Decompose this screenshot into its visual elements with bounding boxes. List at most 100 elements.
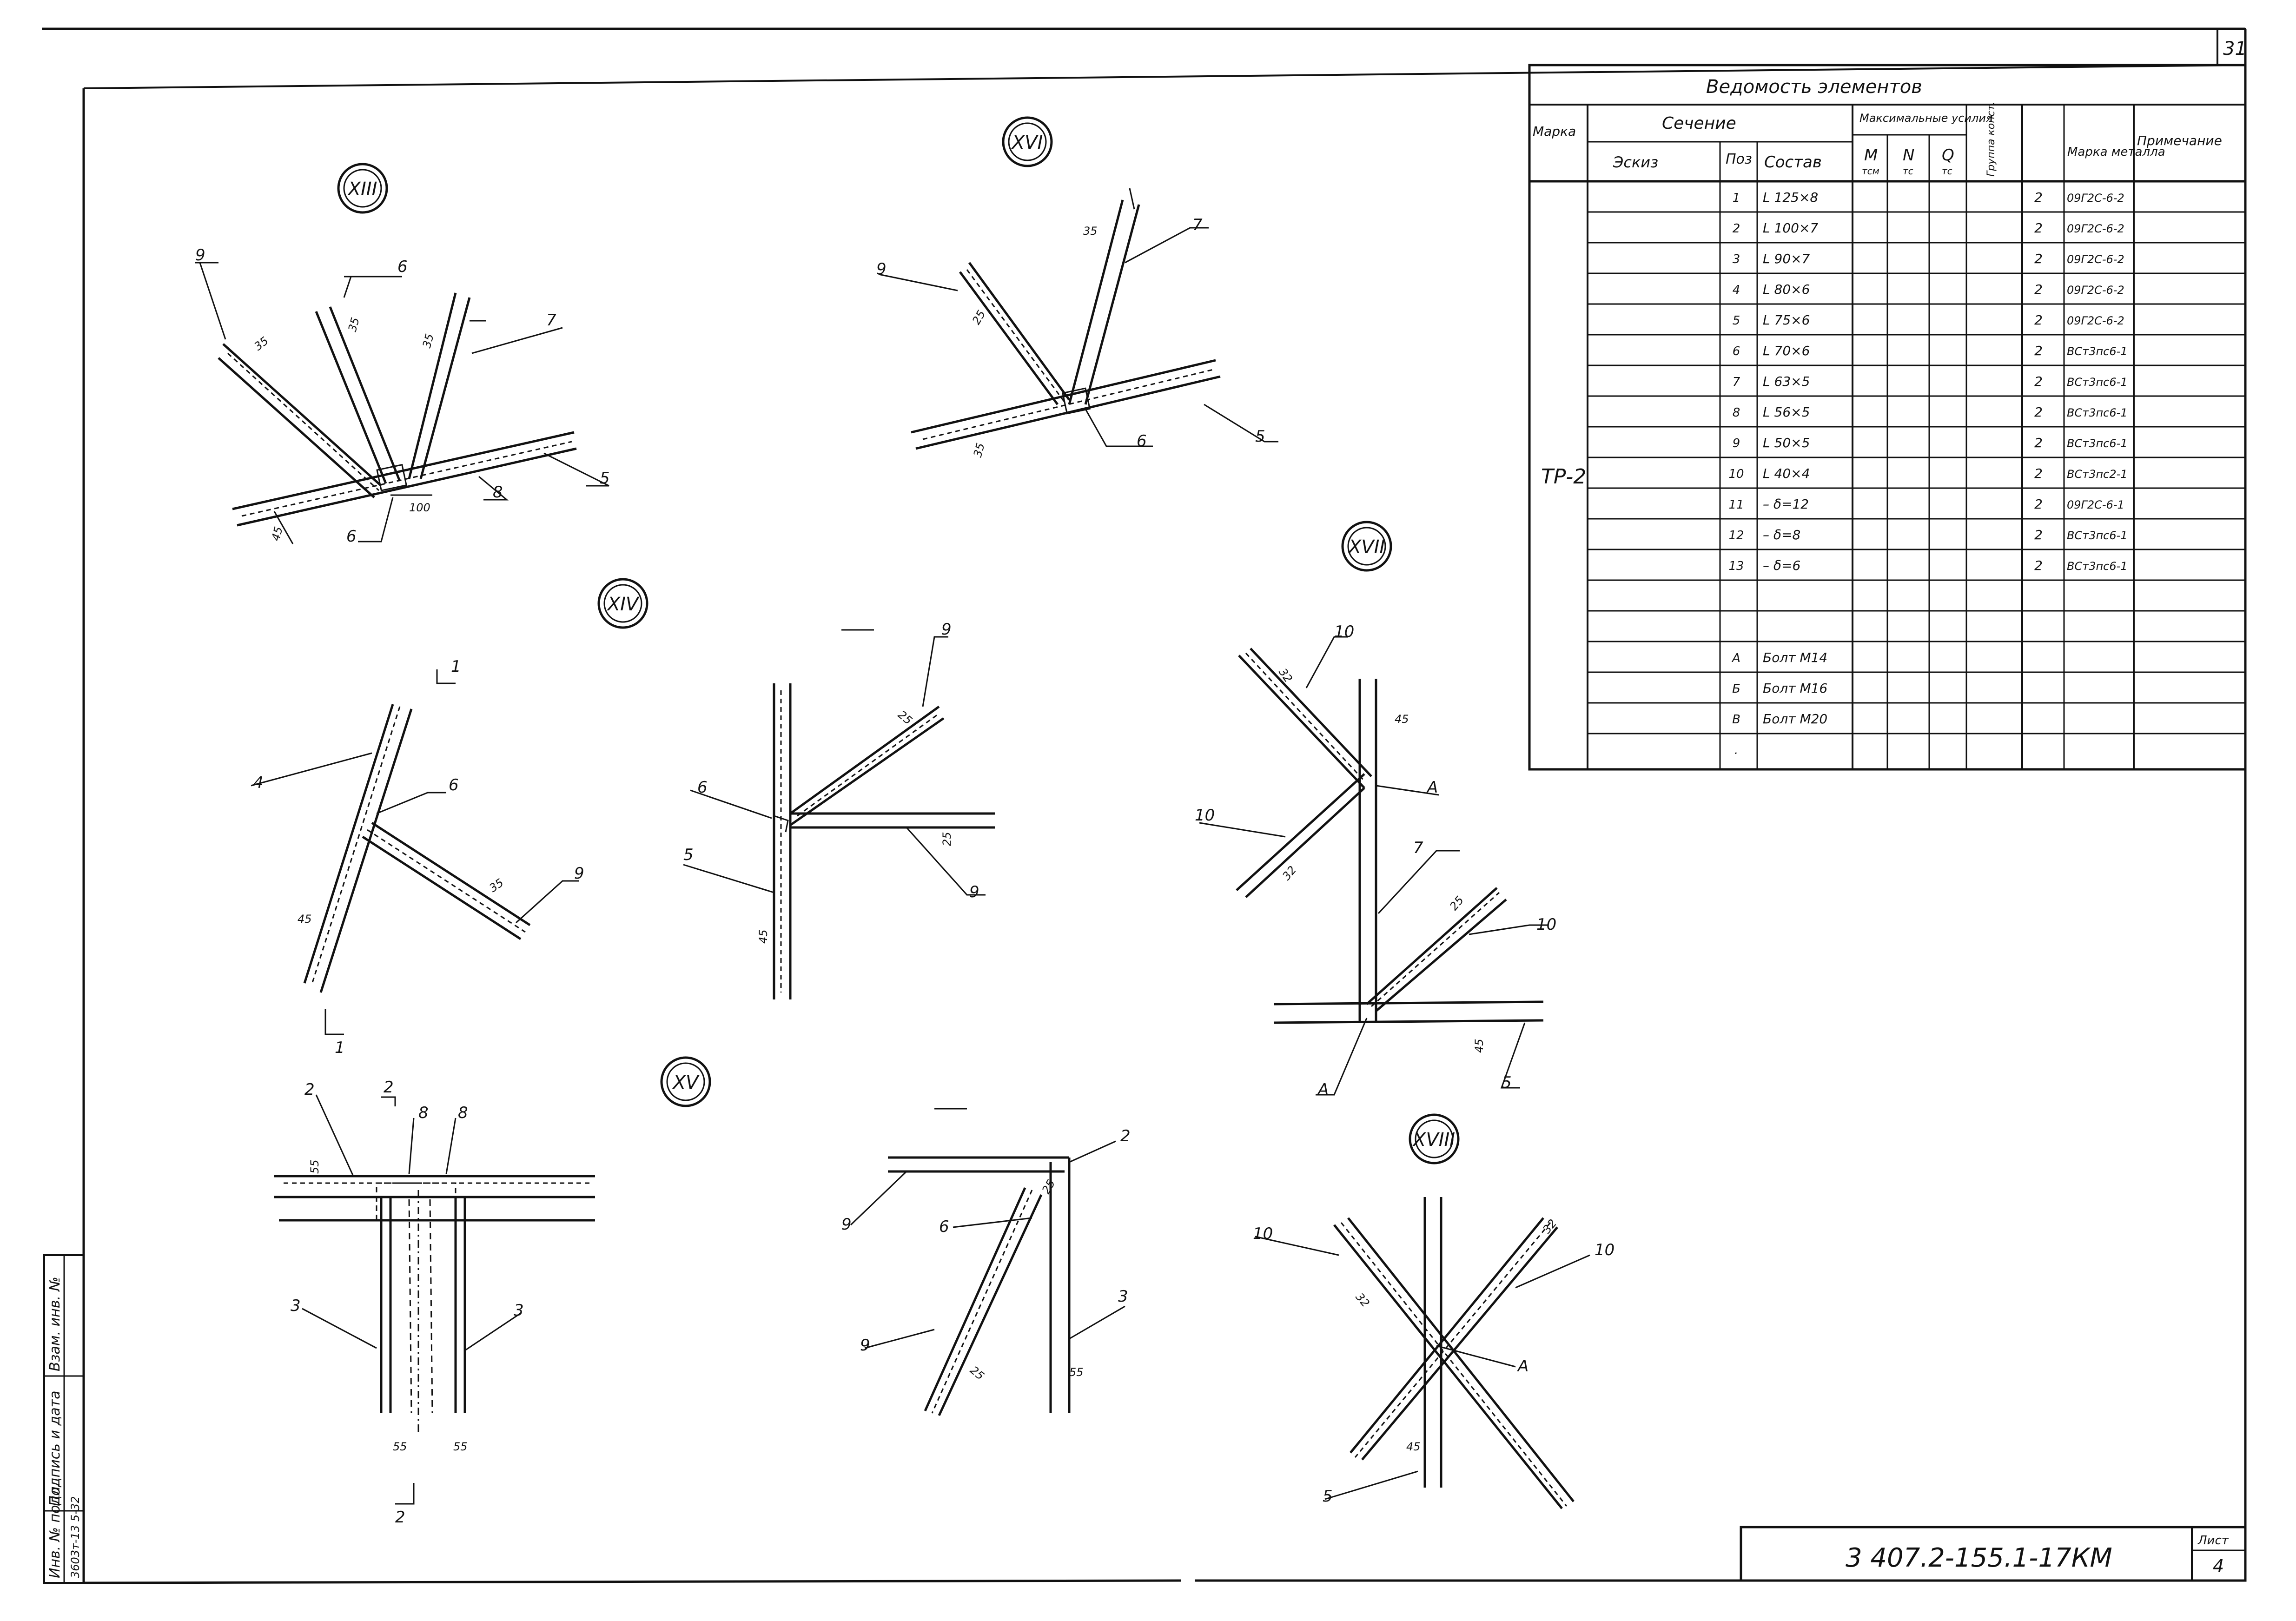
- dimension-label: 35: [420, 332, 437, 350]
- row-pos: В: [1732, 713, 1740, 727]
- row-steel: ВСт3пс6-1: [2067, 560, 2128, 573]
- row-pos: 12: [1728, 529, 1744, 543]
- node-xv-title-circle: [660, 1056, 711, 1107]
- position-label: А: [1317, 1080, 1329, 1099]
- row-group: 2: [2034, 251, 2043, 266]
- row-steel: 09Г2С-6-2: [2067, 253, 2124, 266]
- row-steel: 09Г2С-6-2: [2067, 192, 2124, 205]
- row-steel: 09Г2С-6-2: [2067, 314, 2124, 327]
- row-composition: – δ=8: [1763, 527, 1800, 543]
- row-group: 2: [2034, 466, 2043, 481]
- dimension-label: 100: [409, 501, 430, 514]
- dimension-label: 55: [453, 1440, 468, 1453]
- row-group: 2: [2034, 312, 2043, 328]
- header-marka: Марка: [1533, 124, 1576, 139]
- header-n-unit: тс: [1903, 165, 1913, 177]
- position-label: 7: [546, 311, 556, 330]
- header-sketch: Эскиз: [1613, 153, 1658, 171]
- position-label: 5: [1323, 1487, 1333, 1506]
- row-composition: Болт М20: [1763, 711, 1827, 727]
- list-number: 4: [2213, 1556, 2224, 1576]
- header-group: Группа конст.: [1985, 101, 1997, 177]
- header-max-forces: Максимальные усилия: [1859, 112, 1992, 125]
- header-m: M: [1864, 146, 1878, 165]
- node-xvi-title-circle: [1002, 116, 1053, 167]
- stamp-value: 3603т-13 5-32: [69, 1496, 82, 1578]
- dimension-label: 25: [1039, 1178, 1058, 1196]
- node-xv-title: XV: [672, 1072, 700, 1093]
- header-steel: Марка металла: [2067, 145, 2165, 159]
- row-composition: L 80×6: [1763, 282, 1810, 297]
- row-composition: L 56×5: [1763, 404, 1810, 420]
- position-label: 6: [397, 258, 408, 276]
- dimension-label: 25: [967, 1363, 986, 1383]
- row-composition: L 75×6: [1763, 312, 1810, 328]
- dimension-label: 45: [1395, 713, 1409, 726]
- position-label: 5: [1255, 427, 1265, 446]
- row-pos: 7: [1733, 375, 1740, 389]
- row-pos: 10: [1728, 467, 1744, 481]
- position-label: 9: [941, 620, 952, 639]
- position-label: 10: [1253, 1224, 1273, 1243]
- table-row-lines: [1588, 211, 2245, 734]
- row-composition: L 90×7: [1763, 251, 1810, 266]
- dimension-label: 32: [1280, 863, 1299, 882]
- row-composition: L 100×7: [1763, 220, 1818, 236]
- position-label: 8: [458, 1104, 468, 1122]
- row-composition: L 63×5: [1763, 374, 1810, 389]
- node-xviii-title-circle: [1409, 1113, 1460, 1164]
- row-pos: А: [1731, 651, 1740, 665]
- header-composition: Состав: [1764, 153, 1822, 172]
- row-pos: 2: [1733, 222, 1740, 236]
- row-pos: 3: [1733, 252, 1740, 266]
- row-composition: L 70×6: [1763, 343, 1810, 358]
- row-steel: ВСт3пс6-1: [2067, 529, 2128, 542]
- dimension-label: 45: [298, 913, 312, 926]
- row-group: 2: [2034, 558, 2043, 573]
- position-label: 9: [195, 246, 205, 265]
- dimension-label: 45: [1406, 1440, 1421, 1453]
- dimension-label: 35: [487, 876, 506, 894]
- row-group: 2: [2034, 374, 2043, 389]
- row-pos: 9: [1733, 437, 1740, 450]
- dimension-label: 25: [970, 308, 988, 327]
- sheet-number: 31: [2223, 38, 2247, 60]
- row-group: 2: [2034, 282, 2043, 297]
- row-composition: – δ=6: [1763, 558, 1800, 573]
- table-row: .: [1734, 743, 1738, 757]
- row-steel: ВСт3пс6-1: [2067, 345, 2128, 358]
- position-label: 2: [384, 1078, 394, 1097]
- row-composition: L 40×4: [1763, 466, 1810, 481]
- node-xiv-title-circle: [597, 578, 648, 629]
- row-pos: 4: [1733, 283, 1740, 297]
- node-xvii-title-circle: [1341, 521, 1392, 572]
- node-xiv-title: XIV: [607, 594, 640, 615]
- position-label: 10: [1334, 622, 1354, 641]
- table-title: Ведомость элементов: [1706, 76, 1922, 98]
- elements-table: Ведомость элементов Марка Сечение Эскиз …: [1528, 64, 2247, 771]
- header-n: N: [1903, 146, 1914, 165]
- position-label: 3: [291, 1297, 301, 1315]
- row-pos: .: [1734, 743, 1738, 757]
- dimension-label: 35: [1083, 225, 1098, 238]
- position-label: А: [1426, 778, 1438, 797]
- position-label: 10: [1195, 806, 1215, 825]
- position-label: 3: [1118, 1287, 1128, 1306]
- position-label: 2: [395, 1508, 405, 1527]
- position-label: 9: [876, 260, 887, 278]
- position-label: 10: [1595, 1241, 1614, 1259]
- position-label: 6: [939, 1217, 949, 1236]
- position-label: 4: [253, 774, 264, 792]
- node-xvi-title: XVI: [1011, 132, 1043, 153]
- row-group: 2: [2034, 220, 2043, 236]
- dimension-label: 45: [1473, 1039, 1486, 1053]
